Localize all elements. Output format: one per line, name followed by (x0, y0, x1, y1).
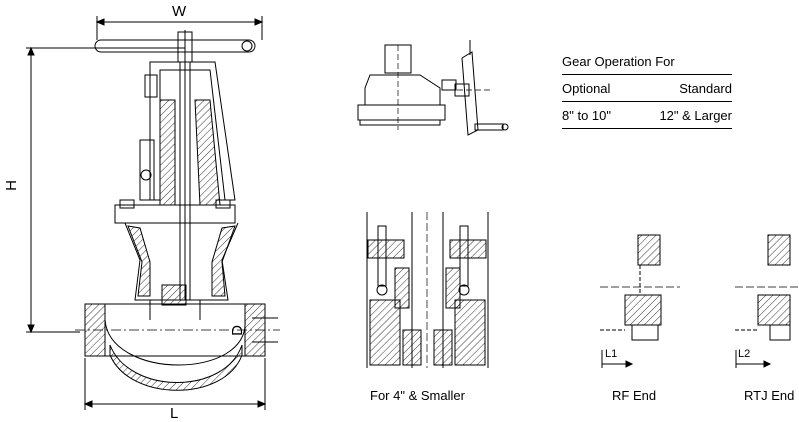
table-title-row: Gear Operation For (562, 48, 732, 75)
l2-label: L2 (738, 348, 751, 360)
diameter-label: D (228, 325, 246, 336)
table-value-row: 8" to 10" 12" & Larger (562, 102, 732, 129)
rf-end-caption: RF End (612, 388, 657, 403)
small-valve-caption: For 4" & Smaller (370, 388, 465, 403)
small-valve-section (366, 212, 489, 368)
table-title: Gear Operation For (562, 53, 675, 69)
gear-operation-table: Gear Operation For Optional Standard 8" … (562, 48, 732, 129)
length-label: L (170, 405, 179, 422)
table-header-row: Optional Standard (562, 75, 732, 102)
main-valve (26, 16, 280, 410)
col2-value: 12" & Larger (659, 107, 732, 123)
rtj-end-section (735, 234, 799, 368)
l1-label: L1 (605, 348, 618, 360)
col1-value: 8" to 10" (562, 107, 611, 123)
height-label: H (2, 180, 20, 191)
gear-operator (357, 40, 509, 136)
rf-end-section (600, 234, 680, 368)
width-label: W (172, 3, 187, 20)
col2-header: Standard (679, 80, 732, 96)
col1-header: Optional (562, 80, 611, 96)
rtj-end-caption: RTJ End (744, 388, 795, 403)
